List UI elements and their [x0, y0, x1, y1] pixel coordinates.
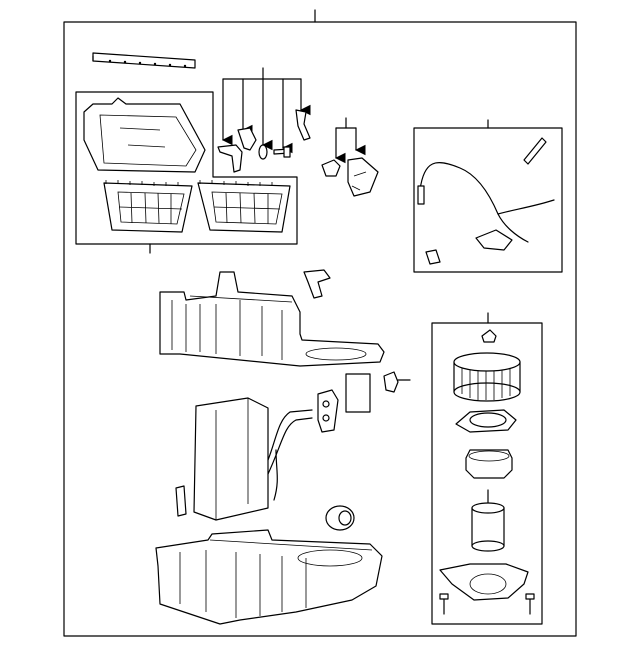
blower-group [432, 313, 542, 624]
filter-group [76, 92, 297, 253]
outer-frame [64, 22, 576, 636]
lower-case [156, 530, 382, 624]
link-group-leaders [221, 68, 311, 154]
evaporator-core [176, 398, 312, 520]
seal-strip [93, 53, 195, 68]
grommet [326, 506, 354, 530]
wiring-harness-group [414, 120, 562, 272]
upper-case [160, 270, 384, 366]
link-parts [218, 110, 310, 172]
actuator-pair [322, 118, 378, 196]
mid-small-parts [318, 372, 410, 432]
